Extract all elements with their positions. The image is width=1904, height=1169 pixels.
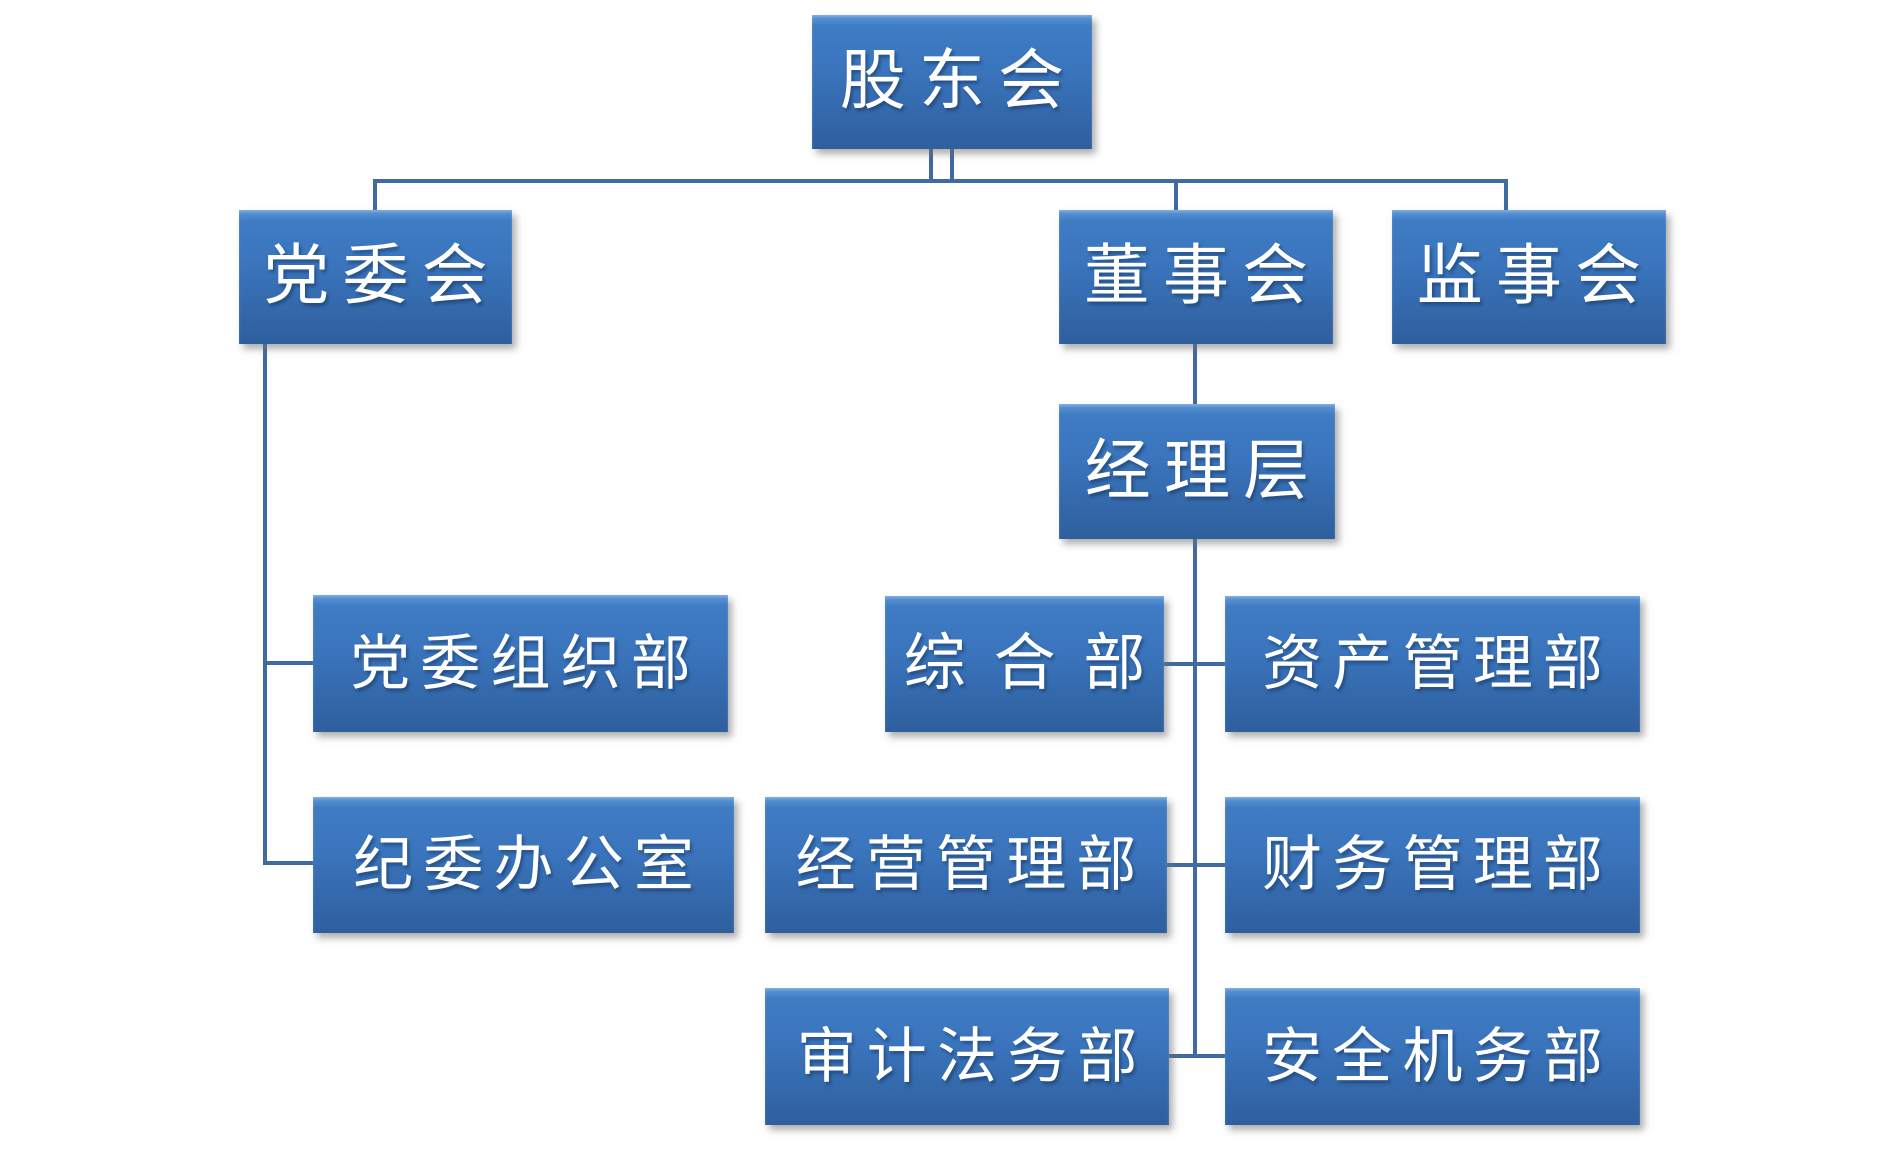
connector-drop-party-committee — [373, 179, 377, 212]
node-management-team: 经理层 — [1059, 404, 1335, 539]
node-supervisory-board: 监事会 — [1392, 210, 1666, 344]
node-audit-legal-dept: 审计法务部 — [765, 988, 1169, 1125]
connector-stub-row3-depts — [1167, 1054, 1227, 1058]
node-party-organization-dept: 党委组织部 — [313, 595, 728, 732]
connector-stub-discipline-office — [263, 861, 315, 865]
connector-stub-row1-depts — [1162, 662, 1227, 666]
node-operation-management-dept: 经营管理部 — [765, 797, 1167, 933]
node-shareholders-meeting: 股东会 — [812, 15, 1092, 149]
connector-board-to-management — [1193, 342, 1197, 406]
connector-top-rail — [375, 179, 1508, 183]
node-discipline-committee-office: 纪委办公室 — [313, 797, 734, 933]
connector-stub-party-organization-dept — [263, 661, 315, 665]
node-party-committee: 党委会 — [239, 210, 512, 344]
node-board-of-directors: 董事会 — [1059, 210, 1333, 344]
node-asset-management-dept: 资产管理部 — [1225, 596, 1640, 732]
connector-shareholders-stub-right — [950, 149, 954, 181]
connector-stub-row2-depts — [1165, 863, 1227, 867]
connector-party-committee-hanging-trunk — [263, 342, 267, 865]
connector-drop-board-of-directors — [1174, 179, 1178, 212]
node-safety-equipment-dept: 安全机务部 — [1225, 988, 1640, 1125]
connector-drop-supervisory-board — [1504, 179, 1508, 212]
connector-management-hanging-trunk — [1193, 537, 1197, 1058]
node-financial-management-dept: 财务管理部 — [1225, 797, 1640, 933]
node-general-dept: 综合部 — [885, 596, 1164, 732]
connector-shareholders-stub-left — [929, 149, 933, 181]
